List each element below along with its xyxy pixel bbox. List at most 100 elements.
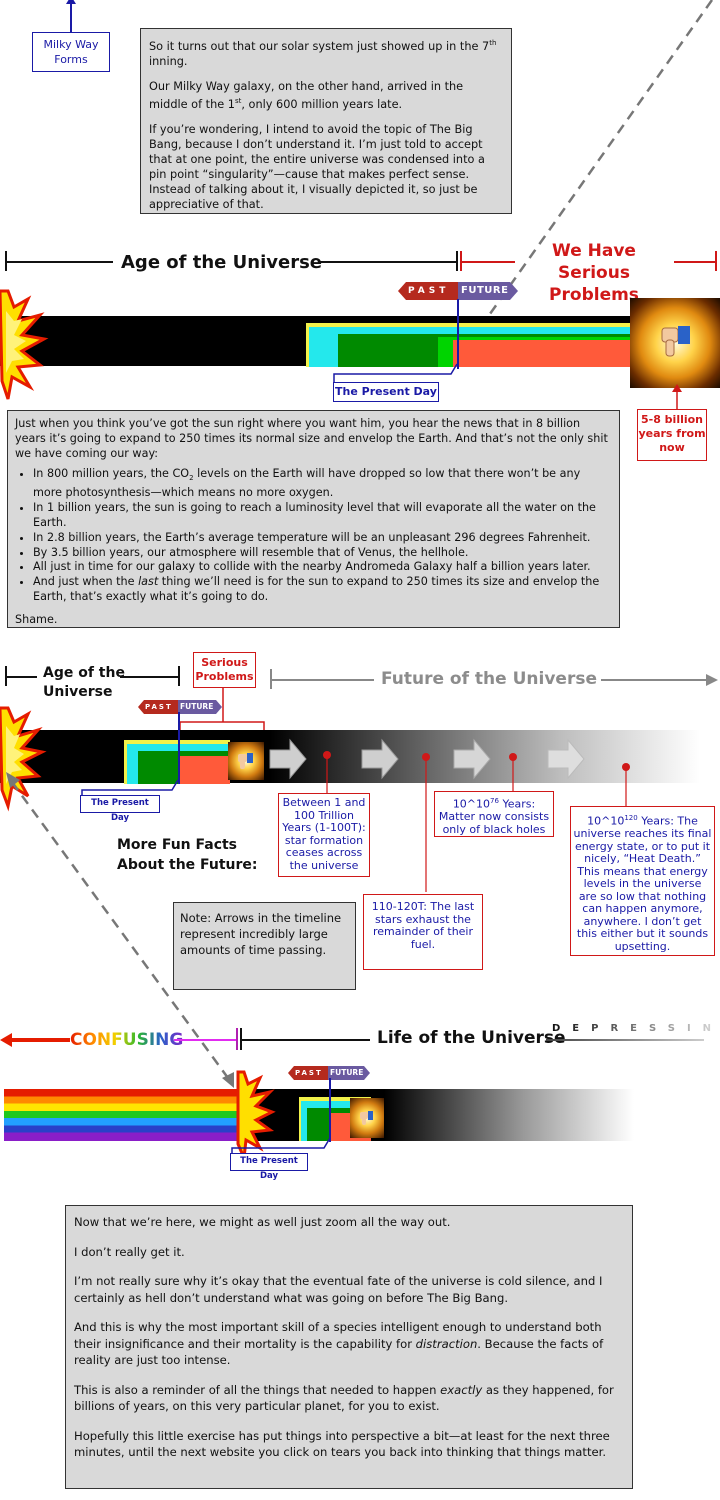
t2-serious-bracket bbox=[179, 688, 265, 734]
fact-pin-4 bbox=[622, 763, 630, 808]
problem-item-temperature: In 2.8 billion years, the Earth’s averag… bbox=[33, 531, 612, 546]
intro-paragraph-2: Our Milky Way galaxy, on the other hand,… bbox=[149, 79, 503, 112]
more-fun-facts-heading: More Fun Facts About the Future: bbox=[117, 835, 277, 875]
past-badge-2: PAST bbox=[145, 703, 173, 711]
confusing-arrow-icon bbox=[0, 1033, 70, 1047]
conclusion-p5-text: This is also a reminder of all the thing… bbox=[74, 1382, 441, 1397]
t2-future-bracket-line-left bbox=[270, 679, 374, 681]
confusing-label: CONFUSING bbox=[70, 1030, 183, 1050]
problem-sun-em: last bbox=[138, 575, 159, 589]
years-arrow-icon bbox=[672, 384, 682, 410]
fact-heat-death-base: 10^10 bbox=[587, 814, 625, 828]
intro-p1-text: So it turns out that our solar system ju… bbox=[149, 39, 490, 53]
milky-way-label: Milky Way Forms bbox=[32, 32, 110, 72]
present-day-line-1 bbox=[457, 299, 459, 369]
time-arrow-icon-1 bbox=[269, 738, 307, 780]
problems-bracket-right-line bbox=[674, 261, 716, 263]
conclusion-p5: This is also a reminder of all the thing… bbox=[74, 1382, 624, 1415]
fact-black-holes-exp: 76 bbox=[490, 797, 499, 805]
problem-sun-text: And just when the bbox=[33, 575, 139, 589]
present-day-connector-3 bbox=[231, 1137, 331, 1156]
problem-co2-text: In 800 million years, the CO bbox=[33, 467, 190, 481]
fact-star-formation: Between 1 and 100 Trillion Years (1-100T… bbox=[278, 793, 370, 877]
depressing-line bbox=[546, 1039, 704, 1041]
t2-serious-problems-label: Serious Problems bbox=[193, 652, 256, 688]
conclusion-p1: Now that we’re here, we might as well ju… bbox=[74, 1215, 451, 1229]
fact-pin-2 bbox=[422, 753, 430, 892]
conclusion-p4-em: distraction bbox=[415, 1336, 478, 1351]
t2-red-layer bbox=[178, 756, 230, 784]
more-fun-facts-text: More Fun Facts About the Future: bbox=[117, 837, 258, 873]
intro-text-box: So it turns out that our solar system ju… bbox=[140, 28, 512, 214]
confusing-line bbox=[174, 1039, 236, 1041]
conclusion-text-box: Now that we’re here, we might as well ju… bbox=[65, 1205, 633, 1489]
t2-future-arrow-icon bbox=[706, 674, 718, 686]
years-from-now-label: 5-8 billion years from now bbox=[637, 409, 707, 461]
dashed-zoom-arrow-bottom bbox=[6, 772, 234, 1088]
arrows-note-box: Note: Arrows in the timeline represent i… bbox=[173, 902, 356, 990]
problem-co2-sub: 2 bbox=[189, 474, 194, 483]
age-bracket-right-tick bbox=[456, 251, 458, 271]
present-day-connector-1 bbox=[333, 363, 458, 384]
intro-p2-text: Our Milky Way galaxy, on the other hand,… bbox=[149, 79, 464, 111]
big-bang-burst-icon-1 bbox=[0, 289, 49, 400]
intro-p1-sup: th bbox=[489, 39, 497, 47]
problem-item-andromeda: All just in time for our galaxy to colli… bbox=[33, 560, 612, 575]
age-bracket-left-line bbox=[5, 261, 113, 263]
time-arrow-icon-3 bbox=[453, 738, 491, 780]
timeline-1-red-layer bbox=[453, 340, 636, 367]
past-future-badge-3 bbox=[288, 1066, 370, 1080]
present-day-line-2 bbox=[178, 712, 180, 784]
age-bracket-right-line bbox=[318, 261, 458, 263]
time-arrow-icon-4 bbox=[547, 738, 585, 780]
past-future-badge-2 bbox=[138, 700, 222, 714]
future-badge-1: FUTURE bbox=[461, 285, 509, 296]
conclusion-p4-end: . Because the facts of reality are just … bbox=[74, 1336, 604, 1368]
age-of-universe-heading: Age of the Universe bbox=[121, 252, 322, 273]
fact-black-holes: 10^1076 Years: Matter now consists only … bbox=[434, 791, 554, 837]
problem-item-water: In 1 billion years, the sun is going to … bbox=[33, 501, 612, 531]
intro-p2-end: , only 600 million years late. bbox=[241, 97, 403, 111]
fact-black-holes-text: Years: Matter now consists only of black… bbox=[438, 797, 550, 836]
present-day-label-1: The Present Day bbox=[333, 382, 439, 402]
problem-sun-end: thing we’ll need is for the sun to expan… bbox=[33, 575, 600, 603]
milky-way-pointer-line bbox=[70, 0, 72, 32]
sun-explosion-image-1 bbox=[630, 298, 720, 388]
conclusion-p5-end: as they happened, for billions of years,… bbox=[74, 1382, 614, 1414]
life-bracket-tick-left bbox=[236, 1028, 238, 1050]
fact-heat-death: 10^10120 Years: The universe reaches its… bbox=[570, 806, 715, 956]
confusing-text: CONFUSING bbox=[70, 1030, 184, 1050]
fact-black-holes-base: 10^10 bbox=[452, 797, 491, 811]
problems-list: In 800 million years, the CO2 levels on … bbox=[15, 467, 612, 604]
time-arrow-icon-2 bbox=[361, 738, 399, 780]
problem-item-sun-expand: And just when the last thing we’ll need … bbox=[33, 575, 612, 605]
t2-age-bracket-left-line bbox=[5, 676, 37, 678]
problems-bracket-right-tick bbox=[715, 251, 717, 271]
thumbs-down-icon-2 bbox=[238, 753, 253, 769]
t2-age-text: Age of the Universe bbox=[43, 665, 125, 700]
t2-age-bracket-right-tick bbox=[178, 666, 180, 686]
conclusion-p4: And this is why the most important skill… bbox=[74, 1319, 624, 1369]
present-day-connector-2 bbox=[81, 779, 179, 798]
t2-age-bracket-right-line bbox=[120, 676, 178, 678]
life-bracket-line-left bbox=[240, 1039, 370, 1041]
future-problems-text-box: Just when you think you’ve got the sun r… bbox=[7, 410, 620, 628]
fact-heat-death-text: Years: The universe reaches its final en… bbox=[573, 814, 712, 953]
problems-outro: Shame. bbox=[15, 612, 58, 626]
fact-last-stars: 110-120T: The last stars exhaust the rem… bbox=[363, 894, 483, 970]
serious-problems-heading: We Have Serious Problems bbox=[514, 240, 674, 306]
milky-way-label-text: Milky Way Forms bbox=[43, 38, 99, 66]
depressing-label: DEPRESSING bbox=[552, 1023, 720, 1034]
past-future-badge-1 bbox=[398, 282, 518, 300]
past-badge-3: PAST bbox=[295, 1069, 323, 1077]
thumbs-down-icon-1 bbox=[658, 324, 692, 362]
life-of-universe-heading: Life of the Universe bbox=[377, 1028, 566, 1048]
fact-heat-death-exp: 120 bbox=[624, 814, 638, 822]
conclusion-p5-em: exactly bbox=[440, 1382, 483, 1397]
t2-age-of-universe-heading: Age of the Universe bbox=[43, 664, 133, 702]
fact-pin-3 bbox=[509, 753, 517, 792]
fact-pin-1 bbox=[323, 751, 331, 796]
present-day-label-3: The Present Day bbox=[230, 1153, 308, 1181]
future-badge-3: FUTURE bbox=[330, 1068, 364, 1077]
rainbow-pre-big-bang bbox=[4, 1089, 244, 1141]
